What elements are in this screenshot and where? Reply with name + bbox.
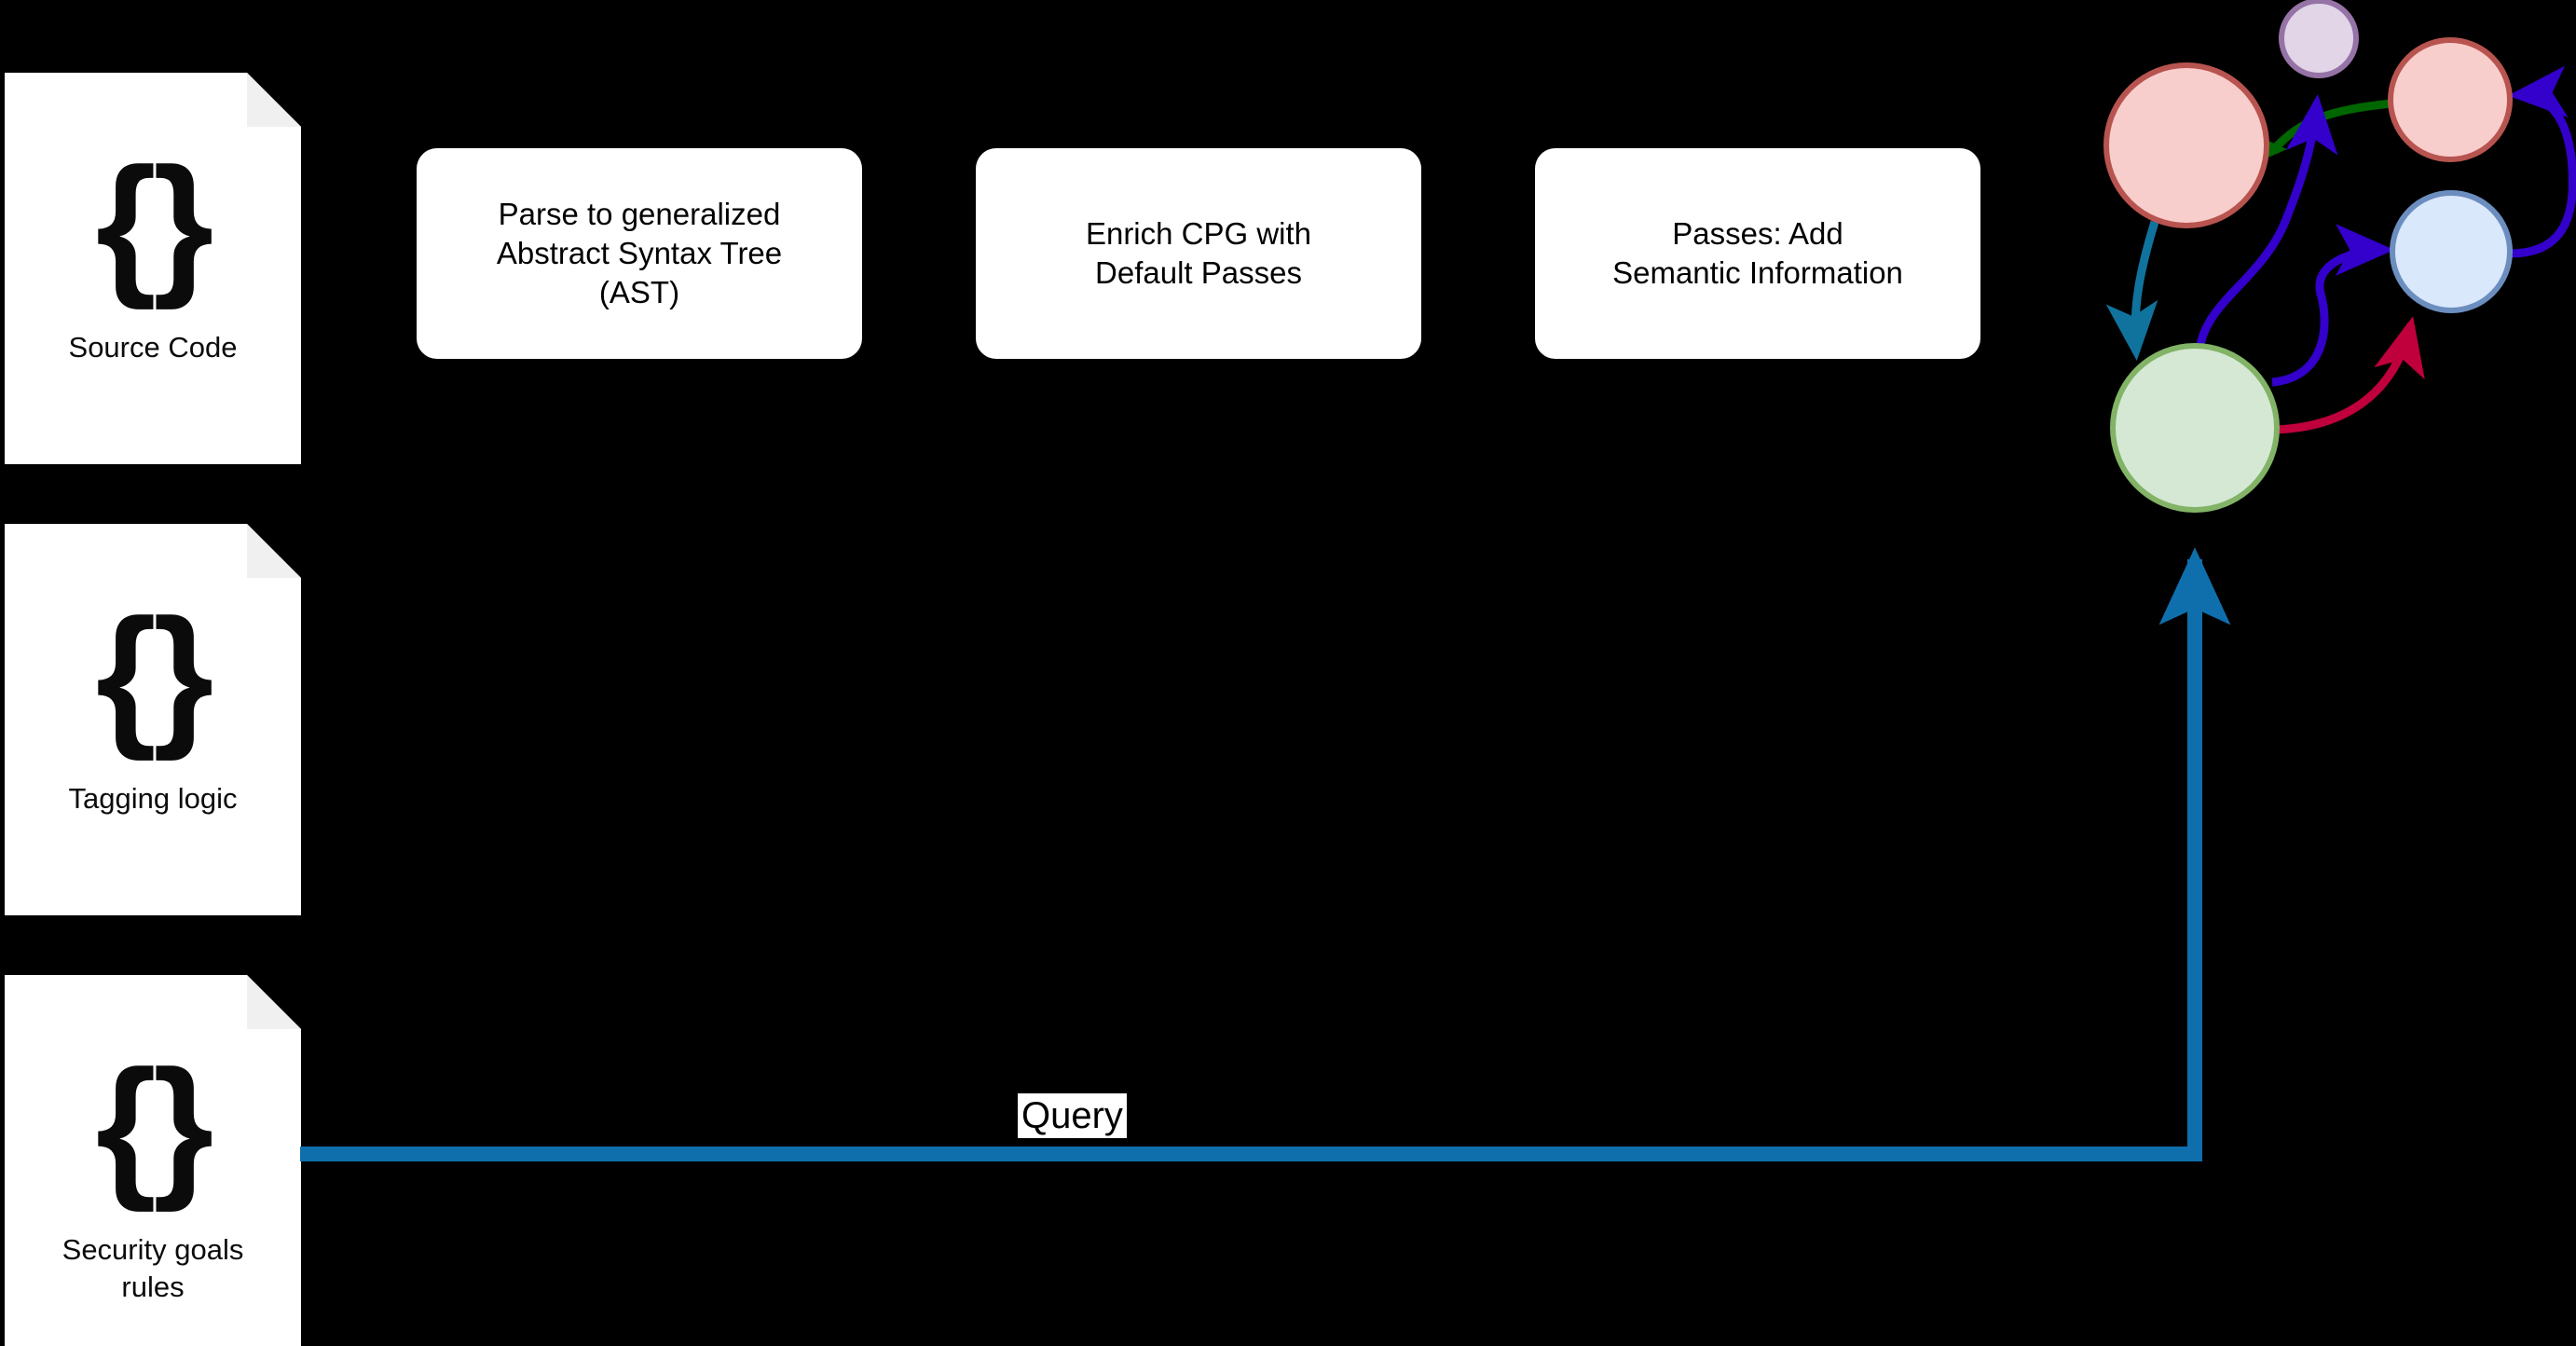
graph-node-green[interactable]: [2110, 343, 2280, 513]
process-box-enrich-cpg[interactable]: Enrich CPG with Default Passes: [976, 148, 1421, 359]
graph-node-pink-large[interactable]: [2103, 62, 2269, 228]
document-node-source-code[interactable]: {} Source Code: [5, 73, 301, 464]
curly-braces-icon: {}: [95, 586, 214, 762]
document-label-security-goals-rules: Security goals rules: [62, 1233, 244, 1304]
edge-crimson-green-to-bluelight: [2274, 316, 2425, 434]
graph-node-pink-right[interactable]: [2388, 37, 2513, 162]
document-node-tagging-logic[interactable]: {} Tagging logic: [5, 524, 301, 915]
edge-purple-green-to-bluelight: [2271, 224, 2394, 387]
query-arrow: [300, 547, 2231, 1161]
graph-node-blue-light[interactable]: [2390, 190, 2513, 313]
process-box-parse-to-ast[interactable]: Parse to generalized Abstract Syntax Tre…: [417, 148, 862, 359]
graph-node-purple-small[interactable]: [2279, 0, 2359, 78]
query-edge-label: Query: [1018, 1093, 1127, 1138]
edge-green-pinkright-to-pinklarge: [2228, 99, 2392, 175]
document-node-security-goals-rules[interactable]: {} Security goals rules: [5, 975, 301, 1346]
document-label-tagging-logic: Tagging logic: [68, 782, 238, 816]
edge-purple-green-to-purplesmall: [2195, 94, 2338, 350]
edge-teal-pinklarge-to-green: [2105, 220, 2159, 361]
curly-braces-icon: {}: [95, 135, 214, 311]
process-box-passes-semantic-information[interactable]: Passes: Add Semantic Information: [1535, 148, 1980, 359]
curly-braces-icon: {}: [95, 1037, 214, 1214]
document-label-source-code: Source Code: [68, 331, 238, 364]
edge-purple-bluelight-to-pinkright: [2508, 65, 2576, 258]
